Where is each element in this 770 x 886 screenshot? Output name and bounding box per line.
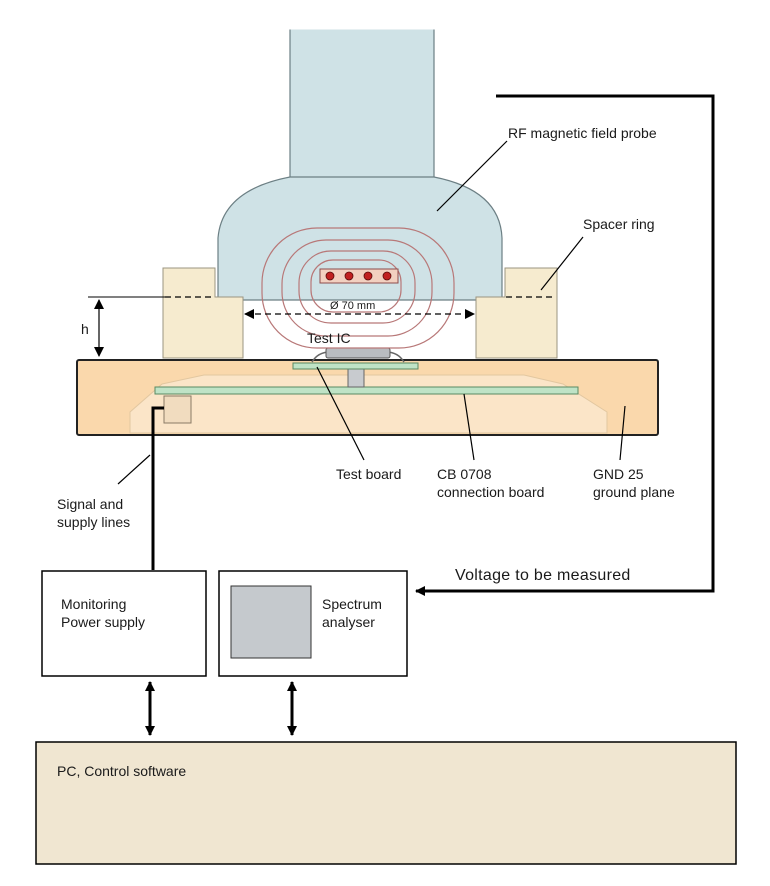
ground-plane-leader [619, 405, 626, 461]
spacer-leader [540, 236, 584, 291]
signal-cable [151, 406, 164, 570]
probe-coil [319, 268, 399, 284]
test-board-leader [316, 366, 365, 461]
connection-board [154, 386, 579, 395]
voltage-label: Voltage to be measured [455, 567, 631, 584]
connection-board-leader [463, 393, 475, 461]
ground-plane-label-2: ground plane [593, 484, 675, 500]
monitoring-label-1: Monitoring [61, 596, 126, 612]
pc-control-software-box [35, 741, 737, 865]
spacer-ring-right [475, 267, 558, 359]
test-board [292, 362, 419, 370]
test-ic-label: Test IC [307, 330, 351, 346]
signal-lines-label-2: supply lines [57, 514, 130, 530]
rf-probe-head [217, 176, 503, 301]
signal-lines-leader [117, 454, 151, 485]
height-label: h [81, 321, 89, 337]
monitoring-power-supply-box [41, 570, 207, 677]
ground-plane-label-1: GND 25 [593, 466, 644, 482]
test-ic [325, 347, 391, 359]
spacer-ring-left [162, 267, 244, 359]
spectrum-label-1: Spectrum [322, 596, 382, 612]
diameter-label: Ø 70 mm [330, 300, 375, 312]
rf-probe-label: RF magnetic field probe [508, 125, 657, 141]
voltage-signal-path [415, 94, 715, 596]
monitoring-label-2: Power supply [61, 614, 145, 630]
test-board-label: Test board [336, 466, 401, 482]
spacer-ring-label: Spacer ring [583, 216, 655, 232]
connection-board-label-2: connection board [437, 484, 544, 500]
ground-plane-inner-region [129, 374, 608, 434]
pc-label: PC, Control software [57, 763, 186, 779]
board-post [347, 368, 365, 388]
connector-block [163, 395, 192, 424]
spectrum-label-2: analyser [322, 614, 375, 630]
connection-board-label-1: CB 0708 [437, 466, 492, 482]
probe-leader [436, 140, 508, 212]
spectrum-analyser-screen [230, 585, 312, 659]
probe-shaft [289, 27, 435, 181]
signal-lines-label-1: Signal and [57, 496, 123, 512]
coil-windings [325, 271, 392, 281]
